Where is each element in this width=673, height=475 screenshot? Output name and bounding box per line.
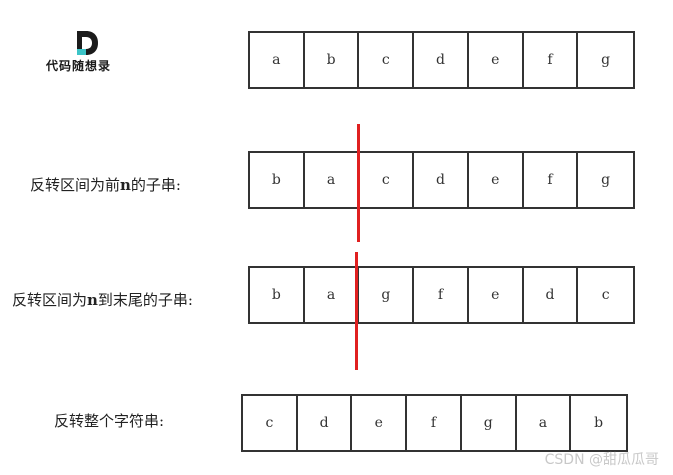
array-cell: f (524, 153, 579, 207)
label-part-n: n (120, 176, 131, 194)
array-cell: g (601, 172, 611, 188)
array-cell: f (407, 396, 462, 450)
array-cell: b (594, 415, 604, 431)
label-part: 到末尾的子串: (97, 291, 193, 309)
split-divider (357, 124, 360, 242)
array-cell: b (250, 153, 305, 207)
array-cell: a (305, 268, 360, 322)
array-cell: b (305, 33, 360, 87)
array-cell: c (243, 396, 298, 450)
logo-text: 代码随想录 (46, 59, 112, 73)
logo: 代码随想录 (44, 30, 134, 76)
array-cell: d (298, 396, 353, 450)
array-reverse-first-n: b a c d e f g (248, 151, 635, 209)
array-cell: a (305, 153, 360, 207)
row-label-reverse-whole: 反转整个字符串: (54, 412, 165, 430)
array-cell: d (414, 33, 469, 87)
array-cell: g (601, 52, 611, 68)
array-reverse-whole: c d e f g a b (241, 394, 628, 452)
array-cell: c (359, 153, 415, 207)
array-cell: f (524, 33, 579, 87)
array-cell: f (414, 268, 469, 322)
array-cell: g (462, 396, 517, 450)
array-original: a b c d e f g (248, 31, 635, 89)
array-cell: e (469, 33, 524, 87)
array-cell: b (250, 268, 305, 322)
array-reverse-n-to-end: b a g f e d c (248, 266, 635, 324)
array-cell: e (469, 153, 524, 207)
watermark: CSDN @甜瓜瓜哥 (544, 452, 659, 468)
array-cell: d (524, 268, 579, 322)
row-label-reverse-first-n: 反转区间为前n的子串: (30, 174, 181, 195)
label-part: 反转区间为 (12, 291, 88, 309)
array-cell: c (359, 33, 415, 87)
array-cell: c (601, 287, 610, 303)
array-cell: a (250, 33, 305, 87)
label-part: 的子串: (130, 176, 181, 194)
array-cell: e (469, 268, 524, 322)
split-divider (355, 252, 358, 370)
array-cell: g (359, 268, 415, 322)
array-cell: a (517, 396, 572, 450)
array-cell: e (352, 396, 408, 450)
label-part: 反转区间为前 (30, 176, 121, 194)
row-label-reverse-n-to-end: 反转区间为n到末尾的子串: (12, 289, 193, 310)
array-cell: d (414, 153, 469, 207)
label-part-n: n (87, 291, 98, 309)
logo-d-icon (77, 31, 98, 55)
